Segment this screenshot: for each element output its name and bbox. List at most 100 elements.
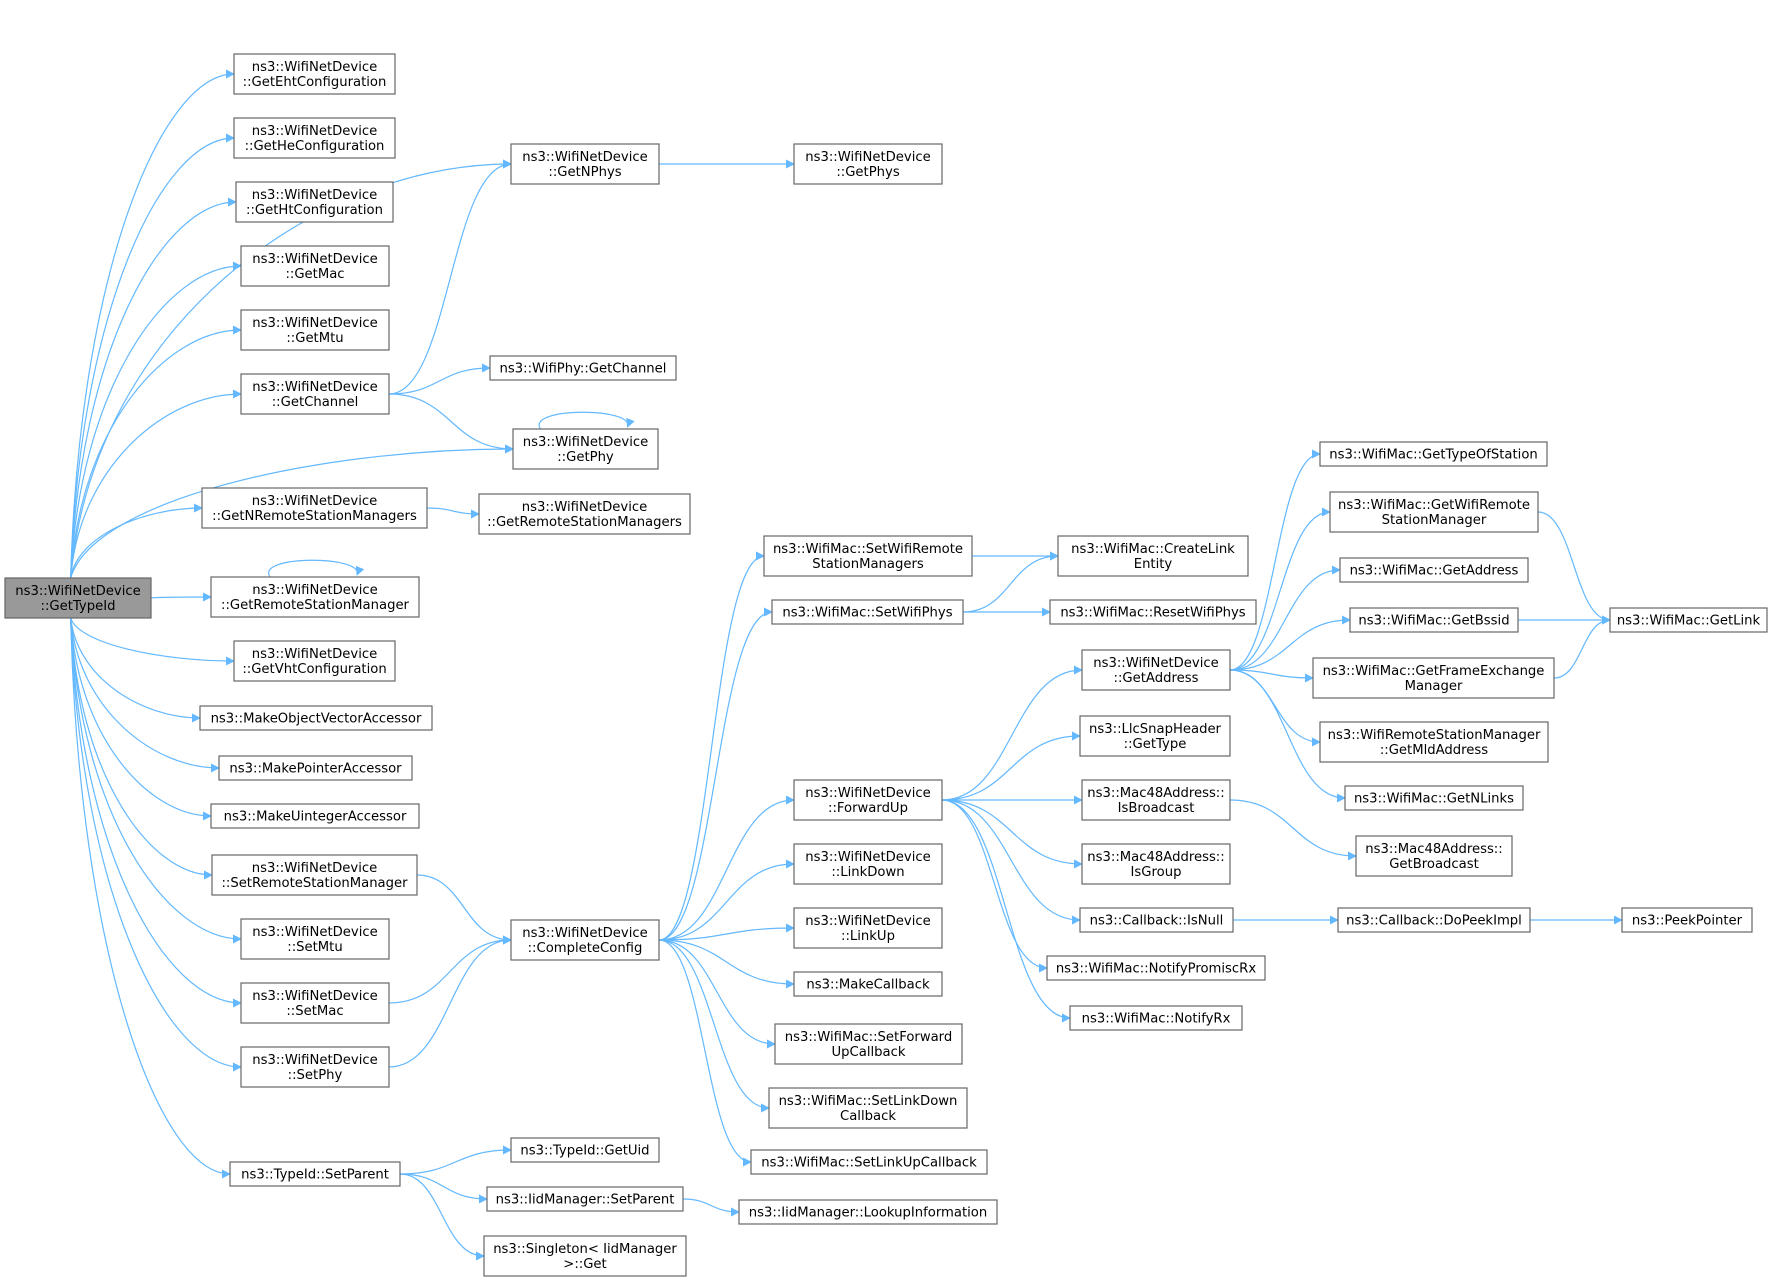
node-getNRSM[interactable]: ns3::WifiNetDevice::GetNRemoteStationMan… <box>201 487 428 529</box>
node-box <box>240 245 390 287</box>
node-label: >::Get <box>563 1257 606 1272</box>
node-getWifiRSM[interactable]: ns3::WifiMac::GetWifiRemoteStationManage… <box>1329 491 1539 533</box>
node-getBssid[interactable]: ns3::WifiMac::GetBssid <box>1349 607 1519 633</box>
node-getRSMs[interactable]: ns3::WifiNetDevice::GetRemoteStationMana… <box>478 493 691 535</box>
node-getUid[interactable]: ns3::TypeId::GetUid <box>510 1137 660 1163</box>
node-getMtu[interactable]: ns3::WifiNetDevice::GetMtu <box>240 309 390 351</box>
node-box <box>1339 557 1529 583</box>
node-box <box>233 53 396 95</box>
edge-root-to-getNPhys <box>70 159 512 579</box>
node-box <box>510 143 660 185</box>
node-label: ns3::WifiNetDevice <box>252 1053 377 1068</box>
node-phyGetChannel[interactable]: ns3::WifiPhy::GetChannel <box>489 355 677 381</box>
node-box <box>240 982 390 1024</box>
node-getHe[interactable]: ns3::WifiNetDevice::GetHeConfiguration <box>233 117 396 159</box>
node-getHt[interactable]: ns3::WifiNetDevice::GetHtConfiguration <box>235 181 394 223</box>
node-setPhy[interactable]: ns3::WifiNetDevice::SetPhy <box>240 1046 390 1088</box>
node-label: ns3::Mac48Address:: <box>1087 786 1224 801</box>
node-getPhys[interactable]: ns3::WifiNetDevice::GetPhys <box>793 143 943 185</box>
node-label: ns3::WifiMac::CreateLink <box>1071 542 1235 557</box>
node-getMldAddress[interactable]: ns3::WifiRemoteStationManager::GetMldAdd… <box>1319 721 1549 763</box>
node-getBroadcast[interactable]: ns3::Mac48Address::GetBroadcast <box>1355 835 1513 877</box>
node-setLinkUpCb[interactable]: ns3::WifiMac::SetLinkUpCallback <box>750 1149 988 1175</box>
node-setParent[interactable]: ns3::TypeId::SetParent <box>229 1161 401 1187</box>
node-box <box>763 535 973 577</box>
node-getLink[interactable]: ns3::WifiMac::GetLink <box>1609 607 1768 633</box>
node-makeOVA[interactable]: ns3::MakeObjectVectorAccessor <box>199 705 433 731</box>
node-getMac[interactable]: ns3::WifiNetDevice::GetMac <box>240 245 390 287</box>
node-box <box>1081 649 1231 691</box>
node-label: ns3::WifiNetDevice <box>252 316 377 331</box>
node-label: IsGroup <box>1131 865 1182 880</box>
node-label: ns3::WifiNetDevice <box>15 584 140 599</box>
node-resetPhys[interactable]: ns3::WifiMac::ResetWifiPhys <box>1049 599 1257 625</box>
node-iidSetParent[interactable]: ns3::IidManager::SetParent <box>486 1186 684 1212</box>
node-completeConfig[interactable]: ns3::WifiNetDevice::CompleteConfig <box>510 919 660 961</box>
node-singletonGet[interactable]: ns3::Singleton< IidManager>::Get <box>483 1235 687 1277</box>
node-root[interactable]: ns3::WifiNetDevice::GetTypeId <box>4 577 152 619</box>
node-label: ns3::Mac48Address:: <box>1087 850 1224 865</box>
edge-forwardUp-to-notifyPromisc <box>941 799 1048 973</box>
node-isGroup[interactable]: ns3::Mac48Address::IsGroup <box>1081 843 1231 885</box>
edge-root-to-setParent <box>70 617 231 1179</box>
node-getEht[interactable]: ns3::WifiNetDevice::GetEhtConfiguration <box>233 53 396 95</box>
node-linkDown[interactable]: ns3::WifiNetDevice::LinkDown <box>793 843 943 885</box>
edge-completeConfig-to-linkDown <box>658 859 795 941</box>
node-getTypeOfStation[interactable]: ns3::WifiMac::GetTypeOfStation <box>1319 441 1548 467</box>
edge-getFEM-to-getLink <box>1553 615 1611 679</box>
node-getVht[interactable]: ns3::WifiNetDevice::GetVhtConfiguration <box>233 640 396 682</box>
node-lookupInfo[interactable]: ns3::IidManager::LookupInformation <box>738 1199 998 1225</box>
node-box <box>1312 657 1555 699</box>
edge-root-to-getEht <box>70 69 235 579</box>
node-box <box>1344 785 1524 811</box>
node-box <box>1621 907 1753 933</box>
node-box <box>1049 599 1257 625</box>
node-getNPhys[interactable]: ns3::WifiNetDevice::GetNPhys <box>510 143 660 185</box>
node-label: ::SetMtu <box>287 940 342 955</box>
node-label: ::GetAddress <box>1114 671 1199 686</box>
node-label: ns3::WifiNetDevice <box>1093 656 1218 671</box>
node-label: ::SetPhy <box>288 1068 343 1083</box>
node-label: ns3::WifiNetDevice <box>252 861 377 876</box>
node-label: ::GetHtConfiguration <box>246 203 383 218</box>
node-label: StationManagers <box>812 557 924 572</box>
node-label: ::GetPhys <box>836 165 900 180</box>
node-setWifiRSMs[interactable]: ns3::WifiMac::SetWifiRemoteStationManage… <box>763 535 973 577</box>
node-makeUA[interactable]: ns3::MakeUintegerAccessor <box>210 803 420 829</box>
node-setMtu[interactable]: ns3::WifiNetDevice::SetMtu <box>240 918 390 960</box>
edge-root-to-getNRSM <box>70 503 203 579</box>
node-notifyRx[interactable]: ns3::WifiMac::NotifyRx <box>1069 1005 1243 1031</box>
node-forwardUp[interactable]: ns3::WifiNetDevice::ForwardUp <box>793 779 943 821</box>
node-doPeekImpl[interactable]: ns3::Callback::DoPeekImpl <box>1337 907 1531 933</box>
node-isNull[interactable]: ns3::Callback::IsNull <box>1079 907 1234 933</box>
edge-getChannel-to-getNPhys <box>388 159 512 395</box>
node-getNLinks[interactable]: ns3::WifiMac::GetNLinks <box>1344 785 1524 811</box>
node-getChannel[interactable]: ns3::WifiNetDevice::GetChannel <box>240 373 390 415</box>
node-label: ::GetRemoteStationManager <box>221 598 410 613</box>
node-label: ::GetEhtConfiguration <box>243 75 387 90</box>
node-linkUp[interactable]: ns3::WifiNetDevice::LinkUp <box>793 907 943 949</box>
node-label: ns3::PeekPointer <box>1632 914 1743 929</box>
node-llcGetType[interactable]: ns3::LlcSnapHeader::GetType <box>1079 715 1231 757</box>
node-isBroadcast[interactable]: ns3::Mac48Address::IsBroadcast <box>1081 779 1231 821</box>
node-label: ns3::WifiMac::NotifyPromiscRx <box>1056 962 1257 977</box>
edge-forwardUp-to-isGroup <box>941 799 1083 869</box>
node-label: ns3::WifiMac::GetNLinks <box>1354 792 1514 807</box>
node-makeCallback[interactable]: ns3::MakeCallback <box>793 971 943 997</box>
node-macGetAddress[interactable]: ns3::WifiMac::GetAddress <box>1339 557 1529 583</box>
node-getRSM[interactable]: ns3::WifiNetDevice::GetRemoteStationMana… <box>210 576 420 618</box>
node-makePA[interactable]: ns3::MakePointerAccessor <box>218 755 413 781</box>
node-getPhy[interactable]: ns3::WifiNetDevice::GetPhy <box>512 428 659 470</box>
node-setMac[interactable]: ns3::WifiNetDevice::SetMac <box>240 982 390 1024</box>
node-label: ::GetMac <box>285 267 344 282</box>
node-setRSM[interactable]: ns3::WifiNetDevice::SetRemoteStationMana… <box>211 854 418 896</box>
node-setWifiPhys[interactable]: ns3::WifiMac::SetWifiPhys <box>771 599 964 625</box>
node-notifyPromisc[interactable]: ns3::WifiMac::NotifyPromiscRx <box>1046 955 1266 981</box>
node-peekPointer[interactable]: ns3::PeekPointer <box>1621 907 1753 933</box>
node-label: ns3::WifiNetDevice <box>252 925 377 940</box>
node-getAddress[interactable]: ns3::WifiNetDevice::GetAddress <box>1081 649 1231 691</box>
